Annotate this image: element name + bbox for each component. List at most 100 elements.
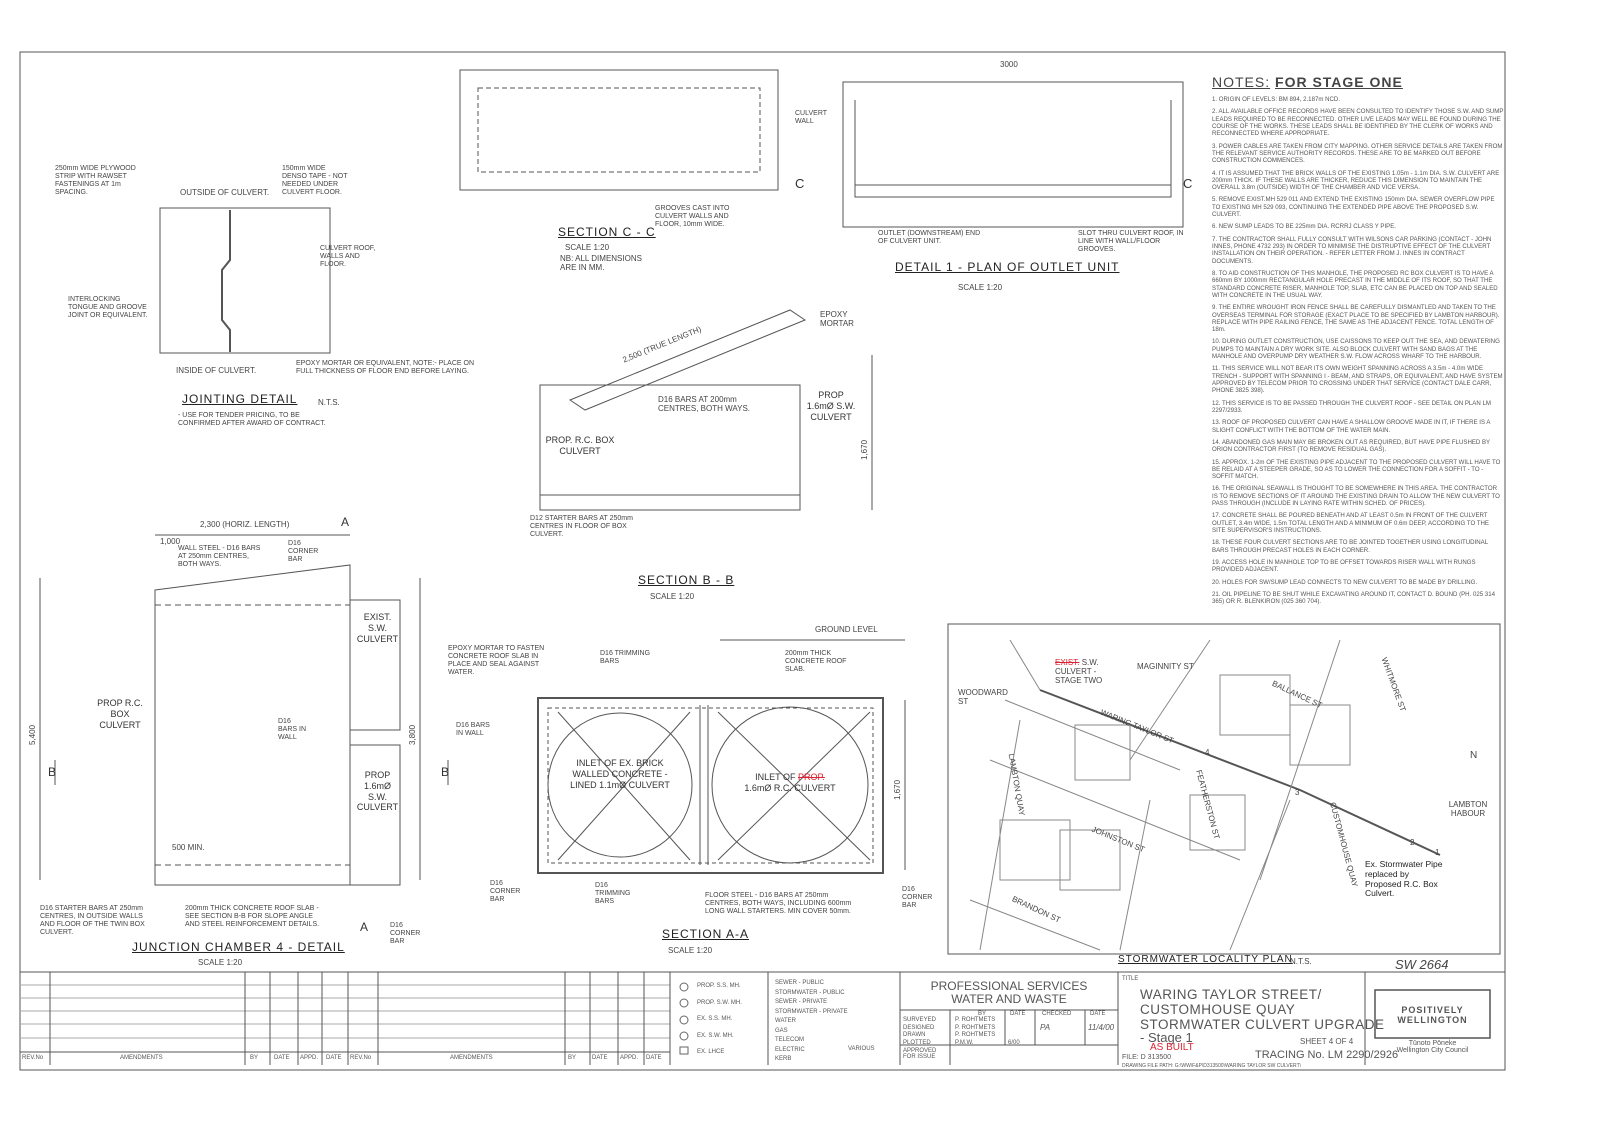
- sheet-number: SHEET 4 OF 4: [1300, 1037, 1354, 1046]
- jointing-scale: N.T.S.: [318, 398, 340, 407]
- north-arrow-icon: N: [1470, 750, 1478, 761]
- note-item: 21. OIL PIPELINE TO BE SHUT WHILE EXCAVA…: [1212, 590, 1495, 606]
- note-item: 20. HOLES FOR SW/SUMP LEAD CONNECTS TO N…: [1212, 578, 1478, 586]
- junction-starter-note: D16 STARTER BARS AT 250mm CENTRES, IN OU…: [40, 905, 145, 937]
- amendment-header: AMENDMENTS: [120, 1055, 163, 1061]
- section-aa-floor-note: FLOOR STEEL - D16 BARS AT 250mm CENTRES,…: [705, 892, 852, 916]
- legend-line-item: WATER: [775, 1018, 796, 1024]
- positively-wellington-text: POSITIVELY WELLINGTON: [1397, 1005, 1468, 1025]
- note-item: 6. NEW SUMP LEADS TO BE 225mm DIA. RCRRJ…: [1212, 223, 1396, 231]
- detail1-scale: SCALE 1:20: [958, 283, 1003, 292]
- jointing-tape-note: 150mm WIDE DENSO TAPE - NOT NEEDED UNDER…: [282, 165, 348, 197]
- section-cc-outer: [459, 69, 779, 191]
- notes-heading: NOTES: FOR STAGE ONE: [1212, 74, 1403, 90]
- amendment-header: BY: [250, 1055, 259, 1061]
- section-aa-box: [537, 697, 884, 874]
- notes-list: 1. ORIGIN OF LEVELS: BM 894, 2.187m NCD.…: [1212, 96, 1504, 606]
- amendment-header: DATE: [326, 1055, 342, 1061]
- sign-header: BY: [978, 1011, 987, 1017]
- amendment-header: REV.No: [22, 1055, 44, 1061]
- sign-role: DESIGNED: [903, 1024, 935, 1031]
- amendment-header: APPD.: [300, 1055, 319, 1061]
- legend-line-item: ELECTRIC: [775, 1046, 805, 1053]
- stage-two-struck-text: EXIST.: [1055, 658, 1080, 667]
- approved-for-issue: APPROVED FOR ISSUE: [903, 1048, 937, 1060]
- pipe-note: Ex. Stormwater Pipe replaced by Proposed…: [1365, 859, 1443, 899]
- legend-various: VARIOUS: [848, 1046, 875, 1052]
- junction-3800-dim: 3,800: [408, 724, 417, 745]
- inlet-proposed-circle: [711, 706, 869, 864]
- legend-symbol-item: PROP. S.S. MH.: [697, 983, 741, 989]
- legend-symbol-item: EX. S.W. MH.: [697, 1032, 734, 1039]
- section-bb-roof-slab: [568, 309, 807, 411]
- jointing-mortar-note: EPOXY MORTAR OR EQUIVALENT, NOTE:- PLACE…: [296, 360, 475, 376]
- note-item: 17. CONCRETE SHALL BE POURED BENEATH AND…: [1212, 512, 1489, 534]
- section-bb-epoxy-note: EPOXY MORTAR: [820, 310, 854, 329]
- note-item: 1. ORIGIN OF LEVELS: BM 894, 2.187m NCD.: [1212, 96, 1341, 103]
- inlet-struck-text: PROP.: [798, 772, 825, 782]
- legend-line-item: SEWER - PRIVATE: [775, 999, 828, 1005]
- section-cc-inner: [477, 87, 761, 173]
- amendment-header: REV.No: [350, 1055, 372, 1061]
- sign-by: P. ROHTMETS: [955, 1032, 996, 1038]
- section-marker-a: A: [341, 515, 350, 529]
- stage-label: - Stage 1: [1140, 1030, 1193, 1045]
- locality-plan-title: STORMWATER LOCALITY PLAN: [1118, 954, 1293, 965]
- junction-5400-dim: 5,400: [28, 724, 37, 745]
- notes-panel: NOTES: FOR STAGE ONE 1. ORIGIN OF LEVELS…: [1212, 74, 1504, 611]
- section-aa-inlet-existing: INLET OF EX. BRICK WALLED CONCRETE - LIN…: [570, 758, 670, 790]
- junction-slab-note: 200mm THICK CONCRETE ROOF SLAB - SEE SEC…: [185, 905, 320, 929]
- sign-header: DATE: [1090, 1011, 1106, 1017]
- section-bb-scale: SCALE 1:20: [650, 592, 695, 601]
- note-item: 9. THE ENTIRE WROUGHT IRON FENCE SHALL B…: [1212, 304, 1500, 334]
- junction-box-culvert: PROP R.C. BOX CULVERT: [97, 698, 143, 730]
- junction-corner-note: D16 CORNER BAR: [288, 540, 319, 564]
- detail1-slot-note: SLOT THRU CULVERT ROOF, IN LINE WITH WAL…: [1078, 230, 1184, 254]
- drawing-ref-handwritten: SW 2664: [1395, 957, 1449, 972]
- amendment-header: BY: [568, 1055, 577, 1061]
- jointing-walls-note: CULVERT ROOF, WALLS AND FLOOR.: [320, 245, 376, 269]
- note-item: 7. THE CONTRACTOR SHALL FULLY CONSULT WI…: [1212, 235, 1492, 265]
- inlet-size: 1.6mØ R.C. CULVERT: [744, 782, 836, 793]
- note-item: 18. THESE FOUR CULVERT SECTIONS ARE TO B…: [1212, 539, 1488, 554]
- note-item: 19. ACCESS HOLE IN MANHOLE TOP TO BE OFF…: [1212, 558, 1476, 574]
- sheet-border: [19, 51, 1506, 1071]
- drawing-title: WARING TAYLOR STREET/ CUSTOMHOUSE QUAY S…: [1140, 987, 1385, 1032]
- section-aa-ground-level: GROUND LEVEL: [815, 625, 878, 634]
- tracing-number: TRACING No. LM 2290/2926: [1255, 1049, 1399, 1061]
- note-item: 15. APPROX. 1-2m OF THE EXISTING PIPE AD…: [1212, 458, 1501, 481]
- junction-steel-note: WALL STEEL - D16 BARS AT 250mm CENTRES, …: [178, 545, 261, 569]
- sign-role: DRAWN: [903, 1032, 926, 1038]
- section-aa-trimming2-note: D16 TRIMMING BARS: [595, 882, 631, 906]
- point-2: 2: [1410, 838, 1415, 847]
- note-item: 13. ROOF OF PROPOSED CULVERT CAN HAVE A …: [1212, 419, 1491, 434]
- legend-line-item: TELECOM: [775, 1037, 805, 1043]
- section-aa-roof-note: 200mm THICK CONCRETE ROOF SLAB.: [785, 650, 847, 674]
- detail1-slot: [854, 184, 1172, 198]
- legend-line-item: STORMWATER - PRIVATE: [775, 1008, 848, 1015]
- section-marker-b: B: [48, 765, 57, 779]
- inlet-prefix: INLET OF: [755, 772, 796, 782]
- junction-bars-wall: D16 BARS IN WALL: [278, 718, 307, 742]
- section-bb-starter-note: D12 STARTER BARS AT 250mm CENTRES IN FLO…: [530, 515, 633, 539]
- section-aa-inlet-proposed: INLET OF PROP.1.6mØ R.C. CULVERT: [740, 772, 840, 794]
- section-aa-height-dim: 1,670: [893, 779, 902, 800]
- junction-outer: [154, 564, 351, 886]
- stage-two-text: S.W. CULVERT - STAGE TWO: [1055, 658, 1103, 686]
- sign-by: P.M.W.: [955, 1039, 974, 1046]
- section-aa-trimming-note: D16 TRIMMING BARS: [600, 650, 651, 666]
- note-item: 16. THE ORIGINAL SEAWALL IS THOUGHT TO B…: [1212, 485, 1500, 508]
- title-label: TITLE: [1122, 976, 1139, 982]
- point-3: 3: [1295, 788, 1300, 797]
- point-1: 1: [1435, 848, 1440, 857]
- section-marker-c: C: [795, 176, 805, 191]
- amendment-header: AMENDMENTS: [450, 1055, 493, 1061]
- point-4: 4: [1205, 748, 1210, 757]
- joint-profile: [221, 210, 231, 352]
- section-marker-c: C: [1183, 176, 1193, 191]
- section-bb-box: [539, 384, 801, 511]
- junction-scale: SCALE 1:20: [198, 958, 243, 967]
- jointing-joint-note: INTERLOCKING TONGUE AND GROOVE JOINT OR …: [68, 296, 148, 320]
- amendment-header: DATE: [274, 1055, 290, 1061]
